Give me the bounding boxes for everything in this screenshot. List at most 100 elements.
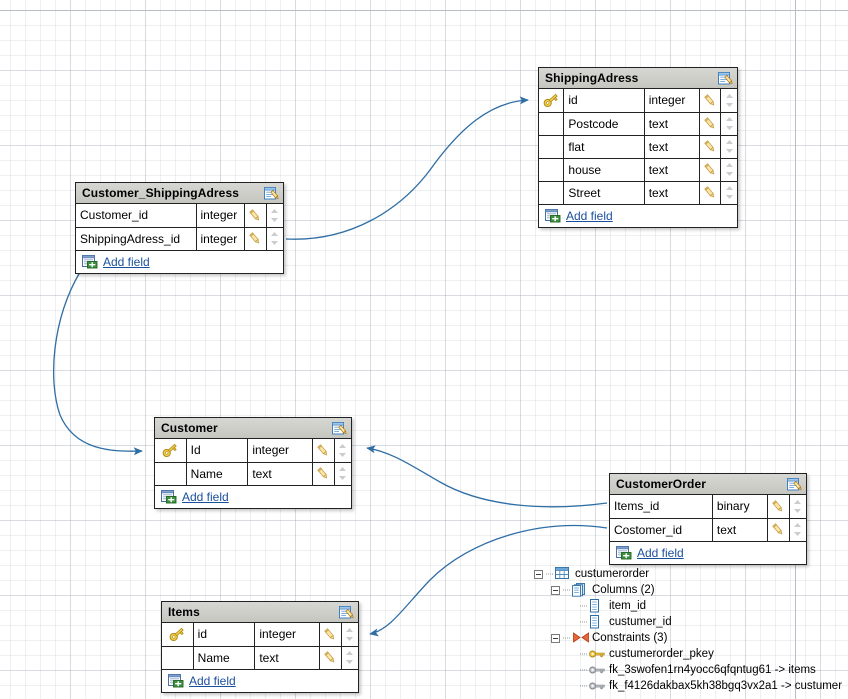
field-type[interactable]: text	[644, 135, 701, 159]
tree-node[interactable]: Constraints (3)	[534, 630, 848, 646]
field-type[interactable]: integer	[644, 89, 701, 113]
field-type[interactable]: text	[644, 112, 701, 136]
edit-table-icon[interactable]	[339, 605, 355, 620]
entity-header[interactable]: Items	[162, 602, 358, 623]
tree-node[interactable]: custumerorder_pkey	[534, 646, 848, 662]
field-type[interactable]: integer	[247, 439, 314, 463]
reorder-field-spinner[interactable]	[334, 462, 351, 486]
edit-field-icon[interactable]	[319, 623, 342, 647]
entity-header[interactable]: ShippingAdress	[539, 68, 737, 89]
field-name[interactable]: Items_id	[610, 495, 713, 519]
tree-node[interactable]: fk_f4126dakbax5kh38bgq3vx2a1 -> custumer	[534, 678, 848, 694]
reorder-field-spinner[interactable]	[334, 439, 351, 463]
field-type[interactable]: integer	[254, 623, 321, 647]
reorder-field-spinner[interactable]	[720, 158, 737, 182]
relationship-link-customer-shippingadress-to-shipping-adress[interactable]	[285, 96, 529, 240]
reorder-field-spinner[interactable]	[720, 135, 737, 159]
edit-table-icon[interactable]	[718, 71, 734, 86]
field-name[interactable]: Name	[186, 462, 249, 486]
tree-node[interactable]: Columns (2)	[534, 582, 848, 598]
field-name[interactable]: Customer_id	[76, 204, 197, 228]
reorder-field-spinner[interactable]	[789, 518, 806, 542]
field-name[interactable]: Postcode	[563, 112, 645, 136]
field-type[interactable]: text	[247, 462, 314, 486]
entity-header[interactable]: Customer_ShippingAdress	[76, 183, 283, 204]
add-field-button[interactable]: Add field	[162, 669, 358, 692]
edit-table-icon[interactable]	[787, 477, 803, 492]
field-name[interactable]: flat	[563, 135, 645, 159]
edit-field-icon[interactable]	[244, 227, 267, 251]
edit-field-icon[interactable]	[699, 158, 722, 182]
relationship-link-customer-order-to-customer[interactable]	[366, 445, 608, 508]
edit-field-icon[interactable]	[319, 646, 342, 670]
reorder-field-spinner[interactable]	[266, 227, 283, 251]
edit-table-icon[interactable]	[264, 186, 280, 201]
tree-expander[interactable]	[551, 585, 562, 596]
add-field-button[interactable]: Add field	[155, 485, 351, 508]
edit-field-icon[interactable]	[699, 181, 722, 205]
reorder-field-spinner[interactable]	[720, 181, 737, 205]
edit-table-icon[interactable]	[332, 421, 348, 436]
reorder-field-spinner[interactable]	[720, 89, 737, 113]
field-type[interactable]: integer	[196, 227, 245, 251]
field-name[interactable]: Id	[186, 439, 249, 463]
field-type[interactable]: text	[712, 518, 769, 542]
entity-header[interactable]: Customer	[155, 418, 351, 439]
add-field-button[interactable]: Add field	[539, 204, 737, 227]
tree-expander[interactable]	[551, 633, 562, 644]
edit-field-icon[interactable]	[699, 135, 722, 159]
reorder-field-spinner[interactable]	[789, 495, 806, 519]
edit-field-icon[interactable]	[767, 495, 790, 519]
add-field-button[interactable]: Add field	[76, 250, 283, 273]
field-name[interactable]: id	[563, 89, 645, 113]
relationship-link-customer-shippingadress-to-customer[interactable]	[53, 271, 143, 456]
edit-field-icon[interactable]	[699, 89, 722, 113]
tree-node[interactable]: custumer_id	[534, 614, 848, 630]
field-name[interactable]: Costomer_id	[610, 518, 713, 542]
field-type[interactable]: text	[644, 181, 701, 205]
tree-node[interactable]: item_id	[534, 598, 848, 614]
tree-node[interactable]: custumerorder	[534, 566, 848, 582]
field-type[interactable]: binary	[712, 495, 769, 519]
field-type[interactable]: text	[644, 158, 701, 182]
reorder-field-spinner[interactable]	[266, 204, 283, 228]
reorder-field-spinner[interactable]	[341, 623, 358, 647]
entity-header[interactable]: CustomerOrder	[610, 474, 806, 495]
edit-field-icon[interactable]	[312, 439, 335, 463]
field-type[interactable]: text	[254, 646, 321, 670]
add-field-button[interactable]: Add field	[610, 541, 806, 564]
field-name[interactable]: Street	[563, 181, 645, 205]
edit-field-icon[interactable]	[767, 518, 790, 542]
reorder-field-spinner[interactable]	[341, 646, 358, 670]
tree-node[interactable]: fk_3swofen1rn4yocc6qfqntug61 -> items	[534, 662, 848, 678]
tree-expander[interactable]	[534, 569, 545, 580]
edit-field-icon[interactable]	[244, 204, 267, 228]
field-name[interactable]: Name	[193, 646, 256, 670]
reorder-field-spinner[interactable]	[720, 112, 737, 136]
field-type[interactable]: integer	[196, 204, 245, 228]
edit-field-icon[interactable]	[699, 112, 722, 136]
field-name[interactable]: ShippingAdress_id	[76, 227, 197, 251]
field-name[interactable]: id	[193, 623, 256, 647]
field-name[interactable]: house	[563, 158, 645, 182]
